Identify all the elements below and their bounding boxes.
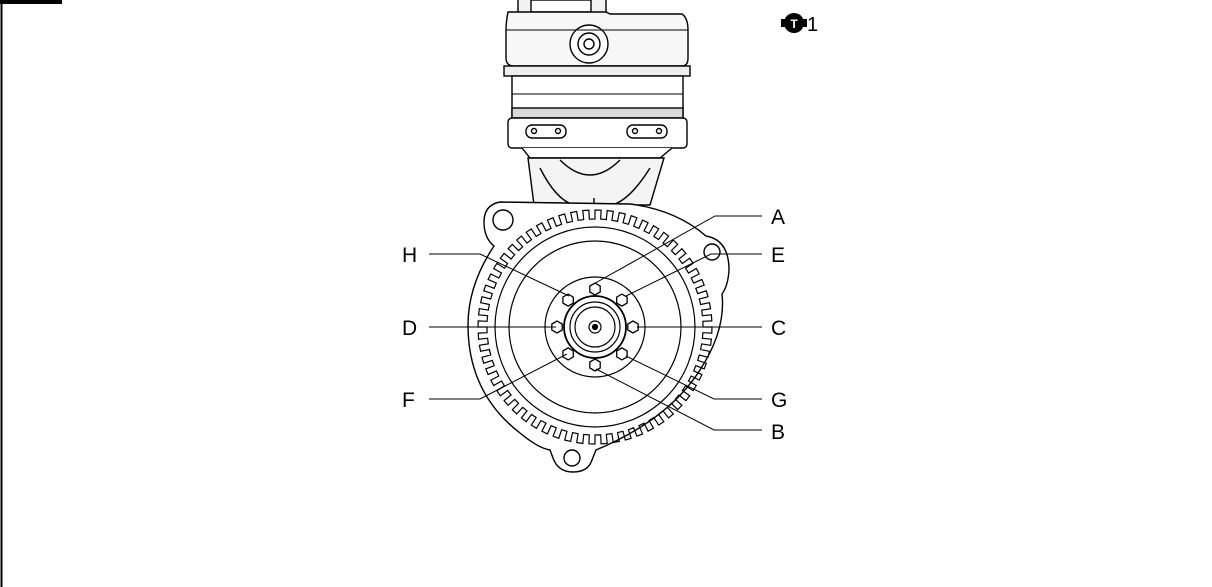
callout-e: E: [771, 244, 785, 267]
leader-line-g: [625, 355, 762, 400]
leader-line-f: [429, 353, 568, 400]
leader-line-h: [429, 253, 570, 297]
bolt-g-head: [616, 347, 628, 361]
compressor-head: [503, 0, 691, 206]
callout-c: C: [771, 317, 786, 340]
torque-symbol: T: [790, 17, 798, 31]
callout-d: D: [402, 317, 417, 340]
callout-b: B: [771, 421, 785, 444]
callout-h: H: [402, 244, 417, 267]
leader-lines: [429, 215, 762, 431]
bolt-h-head: [562, 293, 574, 307]
callout-labels: A E C G B H D F: [402, 206, 787, 444]
callout-f: F: [402, 389, 415, 412]
bolt-b-head: [589, 358, 601, 372]
bolt-f-head: [562, 347, 574, 361]
callout-g: G: [771, 389, 787, 412]
bolt-pattern: [551, 282, 639, 372]
leader-line-b: [595, 368, 762, 431]
leader-line-a: [589, 215, 762, 287]
torque-number: 1: [807, 14, 818, 36]
bolt-c-head: [627, 320, 639, 334]
torque-wrench-icon: T: [781, 13, 807, 33]
page-frame: [0, 0, 62, 587]
bolt-e-head: [616, 293, 628, 307]
torque-callout: T 1: [781, 13, 818, 36]
bolt-a-head: [589, 282, 601, 296]
callout-a: A: [771, 206, 785, 229]
leader-line-e: [625, 253, 762, 297]
bolt-d-head: [551, 320, 563, 334]
